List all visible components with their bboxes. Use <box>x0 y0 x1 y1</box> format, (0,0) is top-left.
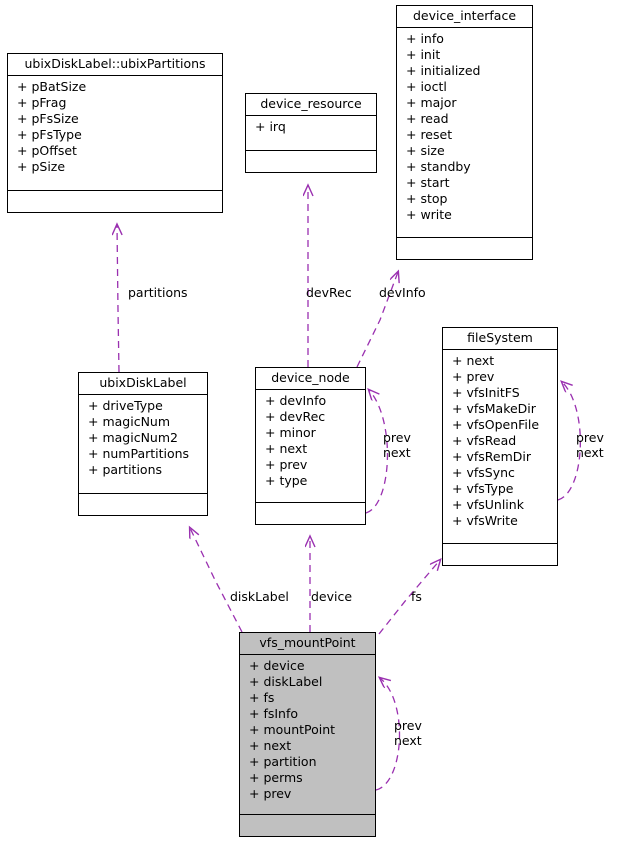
attribute-row: + driveType <box>88 398 163 413</box>
class-title: fileSystem <box>443 328 557 350</box>
class-title: device_interface <box>397 6 532 28</box>
attribute-row: + initialized <box>406 63 481 78</box>
attribute-row: + prev <box>249 786 292 801</box>
attribute-row: + magicNum <box>88 414 171 429</box>
attribute-row: + major <box>406 95 457 110</box>
attribute-row: + next <box>452 353 495 368</box>
class-attributes: + devInfo + devRec + minor + next + prev… <box>256 390 365 503</box>
attribute-row: + devInfo <box>265 393 327 408</box>
edge-label-devrec: devRec <box>306 285 352 300</box>
attribute-row: + vfsMakeDir <box>452 401 536 416</box>
class-methods <box>246 151 376 172</box>
edge-label-filesystem-self: prev next <box>576 430 604 460</box>
edge-label-line-prev: prev <box>576 430 604 445</box>
attribute-row: + info <box>406 31 444 46</box>
attribute-row: + fs <box>249 690 275 705</box>
attribute-row: + diskLabel <box>249 674 323 689</box>
edge-label-disklabel: diskLabel <box>230 589 289 604</box>
class-attributes: + driveType + magicNum + magicNum2 + num… <box>79 395 207 494</box>
class-methods <box>256 503 365 524</box>
class-attributes: + next + prev + vfsInitFS + vfsMakeDir +… <box>443 350 557 544</box>
attribute-row: + reset <box>406 127 453 142</box>
edge-label-fs: fs <box>411 589 422 604</box>
class-box-vfs-mountpoint[interactable]: vfs_mountPoint + device + diskLabel + fs… <box>239 632 376 837</box>
class-title: ubixDiskLabel <box>79 373 207 395</box>
attribute-row: + partitions <box>88 462 163 477</box>
class-box-device-node[interactable]: device_node + devInfo + devRec + minor +… <box>255 367 366 525</box>
class-attributes: + info + init + initialized + ioctl + ma… <box>397 28 532 238</box>
edge-label-vfs-mountpoint-self: prev next <box>394 718 422 748</box>
attribute-row: + pFsType <box>17 127 82 142</box>
attribute-row: + write <box>406 207 452 222</box>
attribute-row: + read <box>406 111 449 126</box>
edge-disklabel <box>190 528 243 633</box>
class-title: device_node <box>256 368 365 390</box>
attribute-row: + vfsRead <box>452 433 517 448</box>
attribute-row: + init <box>406 47 441 62</box>
class-attributes: + pBatSize + pFrag + pFsSize + pFsType +… <box>8 76 222 191</box>
attribute-row: + vfsOpenFile <box>452 417 540 432</box>
attribute-row: + partition <box>249 754 317 769</box>
attribute-row: + fsInfo <box>249 706 299 721</box>
class-attributes: + device + diskLabel + fs + fsInfo + mou… <box>240 655 375 815</box>
attribute-row: + mountPoint <box>249 722 336 737</box>
class-attributes: + irq <box>246 116 376 151</box>
edge-label-line-prev: prev <box>394 718 422 733</box>
attribute-row: + perms <box>249 770 303 785</box>
edge-label-partitions: partitions <box>128 285 188 300</box>
attribute-row: + minor <box>265 425 316 440</box>
edge-label-device-node-self: prev next <box>383 430 411 460</box>
class-box-device-resource[interactable]: device_resource + irq <box>245 93 377 173</box>
attribute-row: + pOffset <box>17 143 77 158</box>
attribute-row: + next <box>249 738 292 753</box>
attribute-row: + pSize <box>17 159 66 174</box>
edge-label-line-prev: prev <box>383 430 411 445</box>
attribute-row: + devRec <box>265 409 326 424</box>
class-title: device_resource <box>246 94 376 116</box>
class-title: vfs_mountPoint <box>240 633 375 655</box>
attribute-row: + size <box>406 143 445 158</box>
attribute-row: + standby <box>406 159 471 174</box>
attribute-row: + vfsSync <box>452 465 515 480</box>
attribute-row: + vfsInitFS <box>452 385 520 400</box>
attribute-row: + stop <box>406 191 448 206</box>
attribute-row: + device <box>249 658 305 673</box>
attribute-row: + pFsSize <box>17 111 79 126</box>
attribute-row: + vfsRemDir <box>452 449 531 464</box>
attribute-row: + vfsWrite <box>452 513 518 528</box>
class-methods <box>79 494 207 515</box>
class-methods <box>240 815 375 836</box>
class-methods <box>397 238 532 259</box>
attribute-row: + vfsType <box>452 481 514 496</box>
edge-label-line-next: next <box>394 733 422 748</box>
class-box-device-interface[interactable]: device_interface + info + init + initial… <box>396 5 533 260</box>
attribute-row: + ioctl <box>406 79 447 94</box>
class-box-filesystem[interactable]: fileSystem + next + prev + vfsInitFS + v… <box>442 327 558 566</box>
attribute-row: + start <box>406 175 450 190</box>
attribute-row: + pBatSize <box>17 79 87 94</box>
edge-label-line-next: next <box>383 445 411 460</box>
attribute-row: + prev <box>452 369 495 384</box>
edge-label-devinfo: devInfo <box>379 285 426 300</box>
attribute-row: + vfsUnlink <box>452 497 524 512</box>
class-box-ubixpartitions[interactable]: ubixDiskLabel::ubixPartitions + pBatSize… <box>7 53 223 213</box>
edge-label-device: device <box>311 589 353 604</box>
attribute-row: + numPartitions <box>88 446 190 461</box>
attribute-row: + magicNum2 <box>88 430 178 445</box>
class-methods <box>8 191 222 212</box>
class-title: ubixDiskLabel::ubixPartitions <box>8 54 222 76</box>
class-methods <box>443 544 557 565</box>
attribute-row: + pFrag <box>17 95 67 110</box>
attribute-row: + irq <box>255 119 286 134</box>
edge-label-line-next: next <box>576 445 604 460</box>
attribute-row: + next <box>265 441 308 456</box>
attribute-row: + prev <box>265 457 308 472</box>
edge-fs <box>378 560 440 635</box>
edge-partitions <box>117 225 119 373</box>
attribute-row: + type <box>265 473 308 488</box>
class-box-ubixdisklabel[interactable]: ubixDiskLabel + driveType + magicNum + m… <box>78 372 208 516</box>
